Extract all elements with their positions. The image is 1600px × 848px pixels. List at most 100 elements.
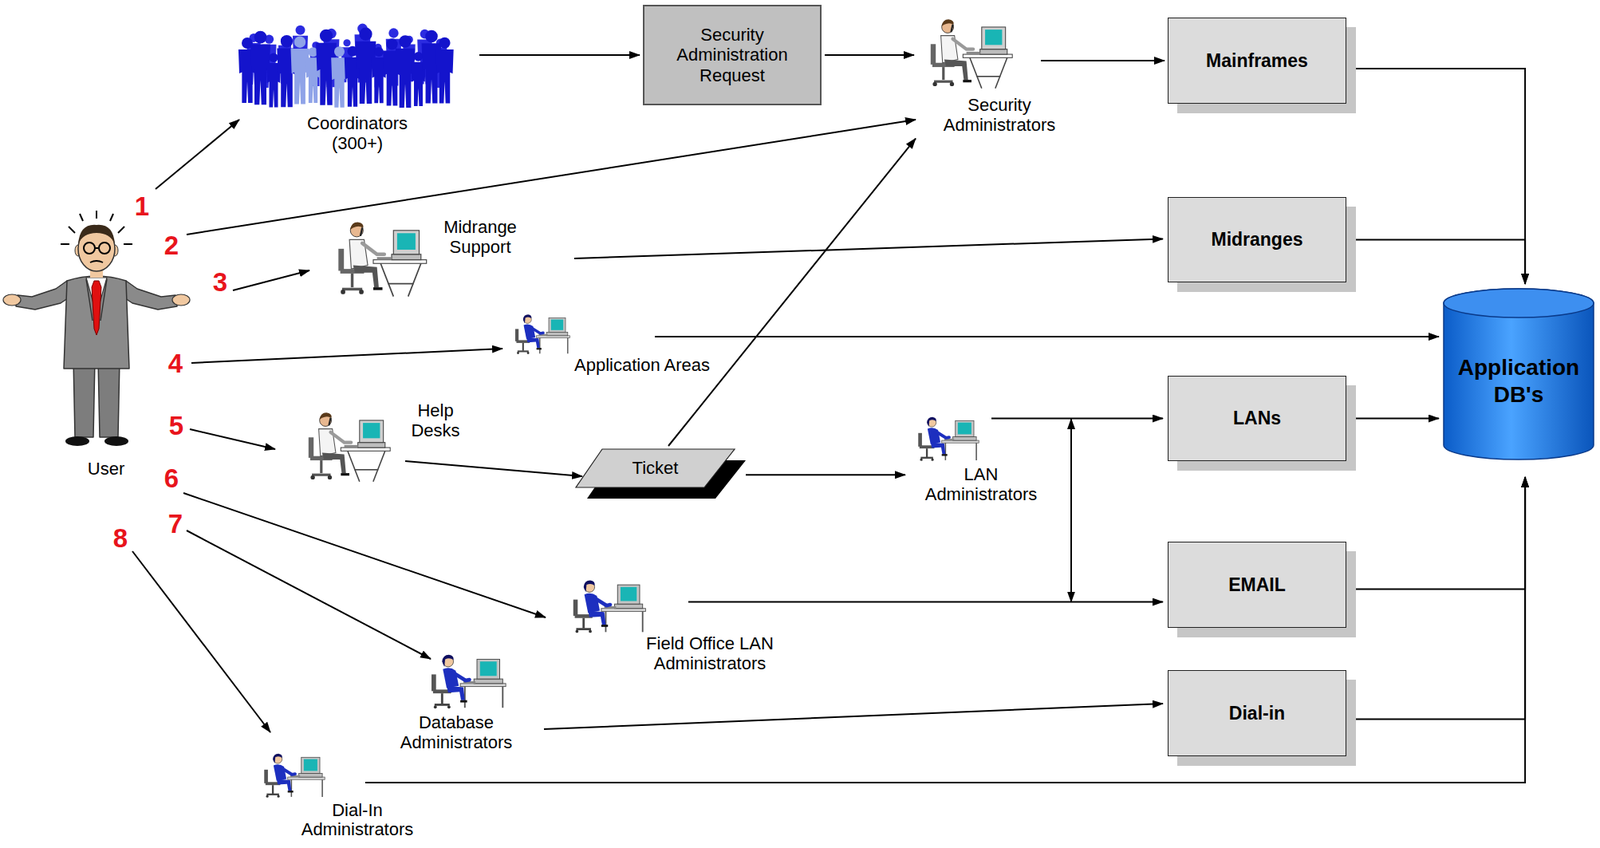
connector-arrow bbox=[654, 335, 1439, 338]
connector-arrow bbox=[688, 601, 1163, 603]
connector-arrow bbox=[574, 238, 1163, 259]
node-label: Dial-in bbox=[1229, 702, 1285, 724]
crowd-figure-body bbox=[435, 49, 454, 104]
crowd-figure-head bbox=[268, 52, 279, 63]
crowd-figure-head bbox=[358, 27, 372, 41]
user-figure bbox=[3, 210, 190, 446]
ticket-face bbox=[575, 449, 735, 488]
crowd-figure-head bbox=[334, 46, 345, 57]
node-label: Mainframes bbox=[1205, 50, 1309, 71]
connector-arrow bbox=[1040, 59, 1165, 62]
callout-number: 8 bbox=[113, 524, 128, 552]
stress-lines-part bbox=[68, 226, 75, 233]
node-label: Security Administration Request bbox=[652, 24, 812, 86]
help-desk-icon bbox=[308, 412, 391, 481]
crowd-figure-head bbox=[319, 29, 333, 43]
connector-arrow bbox=[132, 551, 271, 733]
user-figure-part bbox=[100, 279, 107, 321]
lan-admin-icon bbox=[918, 417, 979, 462]
role-figure: Midrange Support bbox=[336, 216, 533, 258]
crowd-figure-head bbox=[342, 39, 351, 47]
system-box: EMAIL bbox=[1167, 541, 1347, 628]
system-box: LANs bbox=[1167, 375, 1347, 462]
connector-arrow bbox=[365, 476, 1526, 783]
node-label: Midrange Support bbox=[428, 216, 533, 258]
user-figure-part bbox=[90, 260, 103, 263]
node-label: Ticket bbox=[632, 457, 679, 478]
user-figure-part bbox=[73, 358, 95, 438]
dial-in-admin-icon bbox=[264, 753, 325, 798]
crowd-figure-head bbox=[254, 31, 268, 44]
node-label: Database Administrators bbox=[388, 712, 525, 753]
connectors bbox=[132, 55, 1526, 783]
crowd-figure-head bbox=[413, 51, 424, 62]
user-figure-part bbox=[86, 279, 93, 321]
crowd-figure-head bbox=[398, 35, 411, 48]
crowd-figure-head bbox=[388, 27, 399, 38]
node-label: Help Desks bbox=[395, 400, 476, 442]
connector-arrow bbox=[1355, 240, 1526, 285]
connector-arrow bbox=[232, 270, 310, 291]
connector-arrow bbox=[543, 703, 1163, 730]
user-figure-part bbox=[98, 358, 120, 438]
security-admin-icon bbox=[930, 19, 1013, 88]
callout-number: 3 bbox=[212, 268, 228, 296]
callout-number: 6 bbox=[164, 465, 179, 492]
node-label: LANs bbox=[1233, 407, 1281, 429]
connector-arrow bbox=[1355, 417, 1439, 420]
callout-number: 1 bbox=[134, 193, 150, 220]
stress-lines-part bbox=[110, 213, 114, 221]
system-box: Security Administration Request bbox=[642, 4, 822, 106]
node-label: Application Areas bbox=[566, 354, 718, 375]
user-figure-part bbox=[172, 294, 190, 306]
callout-number: 4 bbox=[168, 350, 183, 377]
stress-lines-part bbox=[60, 243, 70, 245]
stress-lines-part bbox=[79, 213, 83, 221]
crowd-figure-head bbox=[374, 47, 384, 57]
connector-arrow bbox=[1355, 68, 1526, 284]
crowd-figure-head bbox=[386, 38, 398, 50]
cylinder-top bbox=[1443, 288, 1594, 318]
application-areas-icon bbox=[515, 314, 571, 355]
callout-number: 2 bbox=[164, 232, 179, 259]
crowd-figure-head bbox=[425, 30, 438, 44]
connector-arrow bbox=[479, 54, 640, 56]
crowd-figure-head bbox=[438, 37, 450, 49]
node-label: EMAIL bbox=[1228, 574, 1286, 596]
user-figure-part bbox=[78, 224, 115, 245]
ticket-shape: Ticket bbox=[575, 449, 746, 499]
database-cylinder: Application DB's bbox=[1443, 288, 1594, 460]
role-figure: LAN Administrators bbox=[913, 413, 1049, 505]
role-figure: Security Administrators bbox=[917, 15, 1082, 136]
node-label: User bbox=[66, 458, 146, 479]
user-figure-part bbox=[122, 280, 178, 310]
connector-arrow bbox=[189, 429, 276, 450]
connector-arrow bbox=[186, 119, 916, 235]
stress-lines-part bbox=[118, 226, 125, 233]
role-figure: Dial-In Administrators bbox=[289, 748, 426, 840]
database-admin-icon bbox=[431, 654, 506, 709]
user-figure-part bbox=[94, 247, 99, 249]
connector-arrow bbox=[668, 138, 916, 446]
node-label: Dial-In Administrators bbox=[289, 800, 426, 840]
callout-number: 7 bbox=[168, 510, 183, 537]
crowd-illustration bbox=[238, 23, 454, 108]
connector-arrow bbox=[1070, 418, 1072, 603]
user-figure-part bbox=[104, 436, 129, 446]
crowd-figure-head bbox=[295, 25, 305, 36]
role-figure: User bbox=[66, 208, 146, 479]
connector-arrow bbox=[405, 461, 583, 477]
node-label: Application DB's bbox=[1450, 354, 1588, 408]
system-box: Dial-in bbox=[1167, 669, 1347, 757]
user-figure-part bbox=[65, 436, 90, 446]
cylinder-body bbox=[1443, 288, 1594, 460]
connector-arrow bbox=[745, 473, 906, 476]
connector-arrow bbox=[155, 119, 240, 190]
role-figure: Application Areas bbox=[515, 309, 718, 375]
user-figure-part bbox=[15, 280, 71, 310]
connector-arrow bbox=[824, 54, 915, 56]
system-box: Mainframes bbox=[1167, 17, 1347, 104]
